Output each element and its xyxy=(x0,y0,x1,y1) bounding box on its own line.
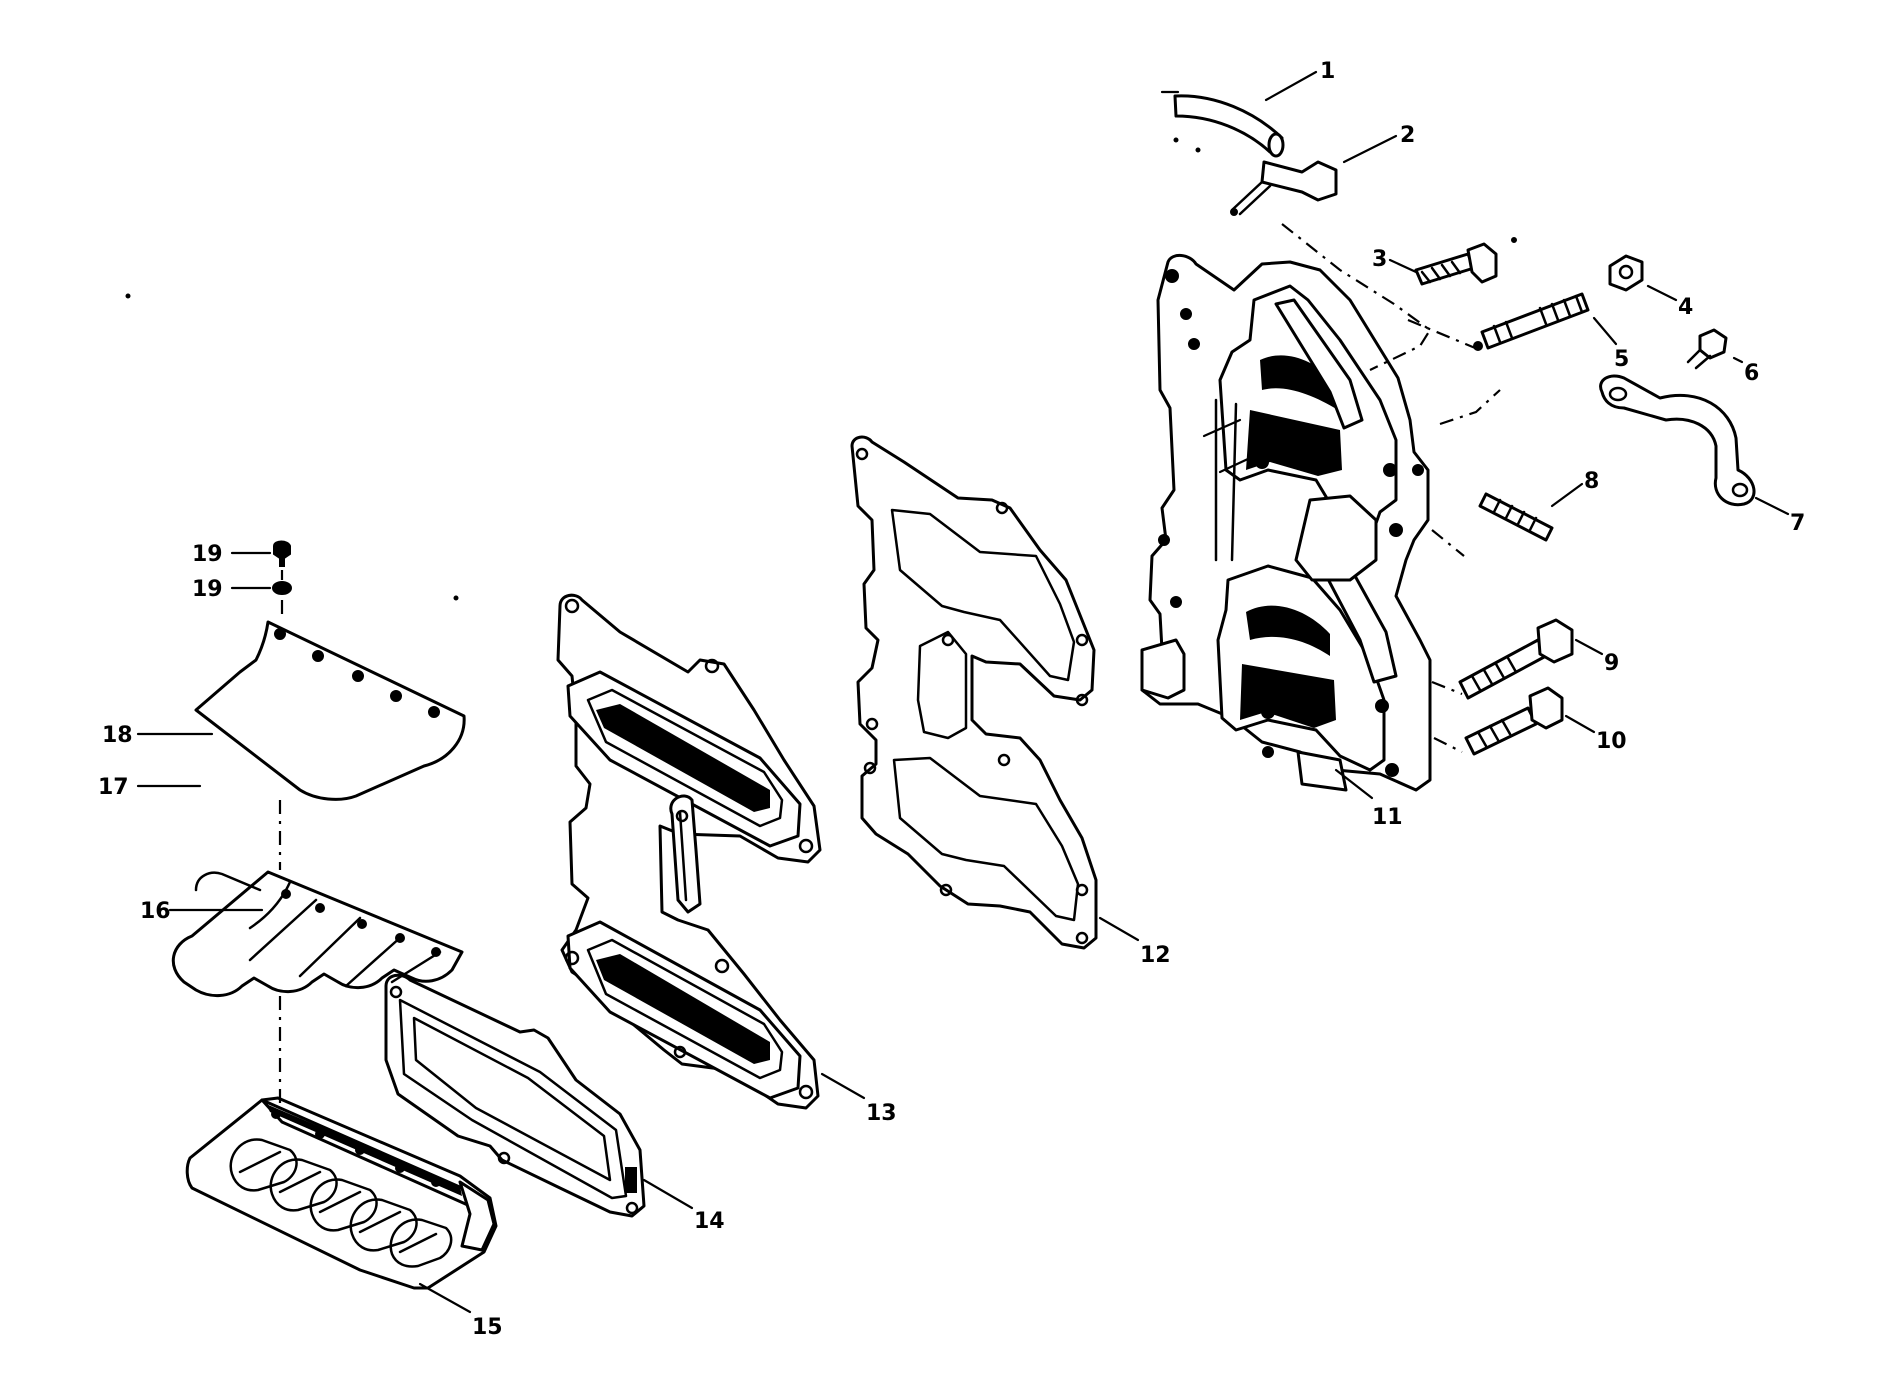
alignment-lines-reed xyxy=(278,570,284,1110)
label-3: 3 xyxy=(1372,247,1387,272)
label-19-washer: 19 xyxy=(192,577,223,602)
part-1-hose xyxy=(1160,90,1285,158)
label-6: 6 xyxy=(1744,361,1759,386)
label-13: 13 xyxy=(866,1101,897,1126)
part-17-reed-outline xyxy=(194,871,262,892)
label-4: 4 xyxy=(1678,295,1693,320)
part-13-reed-housing xyxy=(556,593,822,1110)
part-15-reed-block xyxy=(185,1096,498,1290)
leader-lines xyxy=(136,70,1790,1314)
part-10-bolt xyxy=(1464,686,1564,756)
part-8-stud xyxy=(1478,492,1554,542)
label-18: 18 xyxy=(102,723,133,748)
stray-marks xyxy=(125,137,1517,601)
part-9-bolt xyxy=(1458,618,1574,700)
label-14: 14 xyxy=(694,1209,725,1234)
part-19-washer xyxy=(272,581,292,595)
part-19-screw xyxy=(273,540,291,567)
label-15: 15 xyxy=(472,1315,503,1340)
part-18-reed-stop xyxy=(194,620,466,801)
label-8: 8 xyxy=(1584,469,1599,494)
reed-block-petals xyxy=(229,1138,453,1268)
part-3-bolt xyxy=(1414,242,1498,286)
part-16-reeds xyxy=(171,870,464,997)
label-2: 2 xyxy=(1400,123,1415,148)
label-7: 7 xyxy=(1790,511,1805,536)
label-11: 11 xyxy=(1372,805,1403,830)
part-4-nut xyxy=(1608,254,1644,292)
part-7-clamp xyxy=(1599,374,1756,507)
label-12: 12 xyxy=(1140,943,1171,968)
part-2-fitting xyxy=(1230,160,1338,216)
label-19-screw: 19 xyxy=(192,542,223,567)
part-5-stud xyxy=(1473,292,1590,351)
part-6-screw xyxy=(1686,328,1728,370)
alignment-lines-top xyxy=(1281,223,1501,753)
part-11-housing xyxy=(1140,254,1432,792)
label-5: 5 xyxy=(1614,347,1629,372)
label-1: 1 xyxy=(1320,59,1335,84)
callout-labels: 1 2 3 4 5 6 7 8 9 10 11 12 13 14 15 16 1… xyxy=(98,59,1805,1340)
part-12-gasket xyxy=(850,435,1098,950)
label-10: 10 xyxy=(1596,729,1627,754)
part-14-gasket xyxy=(384,973,646,1218)
label-17: 17 xyxy=(98,775,129,800)
label-9: 9 xyxy=(1604,651,1619,676)
label-16: 16 xyxy=(140,899,171,924)
